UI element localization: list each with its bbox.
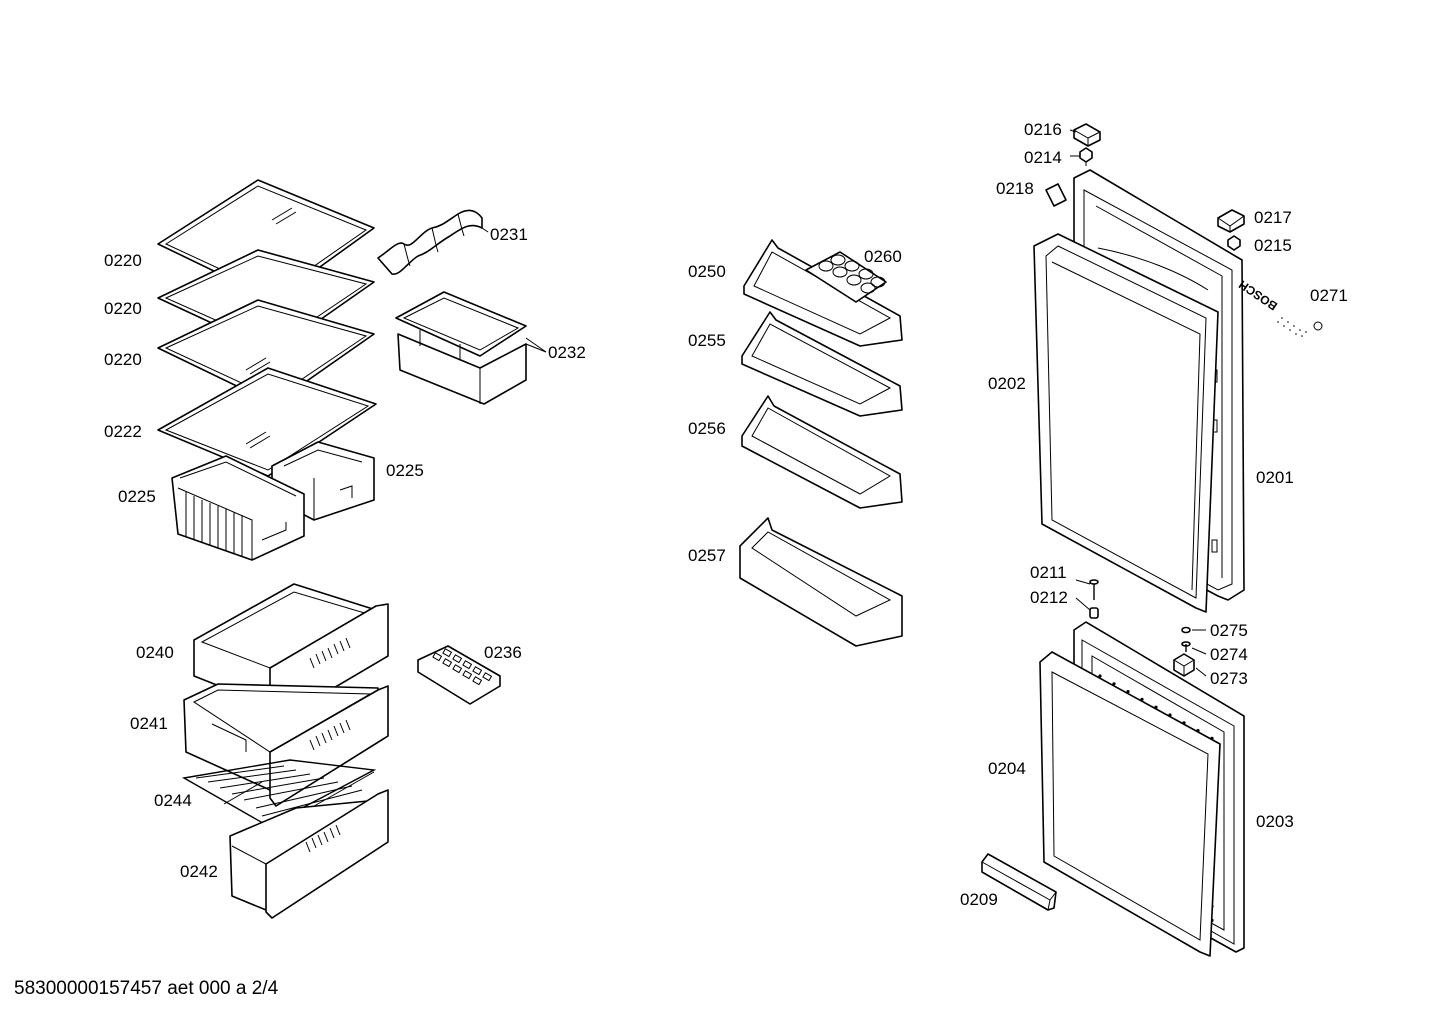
label-0204: 0204 bbox=[988, 759, 1026, 778]
hinge-pin-0214 bbox=[1079, 147, 1093, 166]
label-0201: 0201 bbox=[1256, 468, 1294, 487]
label-0217: 0217 bbox=[1254, 208, 1292, 227]
hinge-pin-0215 bbox=[1227, 235, 1241, 251]
label-0241: 0241 bbox=[130, 714, 168, 733]
hinge-cover-0216 bbox=[1073, 123, 1101, 147]
part-labels: 0216 0214 0218 0217 0215 0271 0202 0201 … bbox=[104, 120, 1348, 909]
label-0203: 0203 bbox=[1256, 812, 1294, 831]
label-0271: 0271 bbox=[1310, 286, 1348, 305]
leader-lines bbox=[481, 129, 1207, 677]
label-0214: 0214 bbox=[1024, 148, 1062, 167]
wire-basket-0244 bbox=[181, 759, 377, 831]
label-0212: 0212 bbox=[1030, 588, 1068, 607]
door-pattern-dot bbox=[1112, 682, 1116, 686]
label-0260: 0260 bbox=[864, 247, 902, 266]
door-shelf-0250 bbox=[743, 239, 903, 347]
label-0220-lower: 0220 bbox=[104, 350, 142, 369]
screw-0274 bbox=[1181, 641, 1191, 652]
label-0250: 0250 bbox=[688, 262, 726, 281]
handle-strip-0209 bbox=[981, 853, 1057, 911]
bottle-rack-0231 bbox=[377, 209, 483, 275]
label-0240: 0240 bbox=[136, 643, 174, 662]
label-0257: 0257 bbox=[688, 546, 726, 565]
label-0242: 0242 bbox=[180, 862, 218, 881]
freezer-drawer-0242 bbox=[229, 789, 389, 919]
label-0244: 0244 bbox=[154, 791, 192, 810]
cover-plate-0218 bbox=[1045, 183, 1067, 207]
spacer-0212 bbox=[1089, 607, 1099, 619]
freezer-drawer-0241 bbox=[183, 683, 389, 807]
label-0273: 0273 bbox=[1210, 669, 1248, 688]
hinge-block-0273 bbox=[1173, 653, 1195, 677]
washer-0275 bbox=[1181, 626, 1191, 634]
storage-box-0232 bbox=[395, 291, 547, 405]
label-0211: 0211 bbox=[1030, 563, 1067, 582]
label-0216: 0216 bbox=[1024, 120, 1062, 139]
label-0274: 0274 bbox=[1210, 645, 1248, 664]
label-0220-top: 0220 bbox=[104, 251, 142, 270]
label-0232: 0232 bbox=[548, 343, 586, 362]
label-0231: 0231 bbox=[490, 225, 528, 244]
label-0218: 0218 bbox=[996, 179, 1034, 198]
freezer-gasket-0204 bbox=[1039, 651, 1221, 957]
label-0220-middle: 0220 bbox=[104, 299, 142, 318]
label-0256: 0256 bbox=[688, 419, 726, 438]
document-reference: 58300000157457 aet 000 a 2/4 bbox=[14, 978, 279, 999]
egg-tray-0260 bbox=[805, 251, 887, 303]
label-0222: 0222 bbox=[104, 422, 142, 441]
label-0236: 0236 bbox=[484, 643, 522, 662]
ice-cube-tray-0236 bbox=[417, 645, 501, 705]
label-0225-front: 0225 bbox=[118, 487, 156, 506]
vegetable-bin-0225-front bbox=[171, 455, 305, 561]
hinge-cover-0217 bbox=[1217, 209, 1245, 233]
door-shelf-0255 bbox=[741, 311, 903, 417]
screw-0211 bbox=[1089, 579, 1099, 600]
door-gasket-0202 bbox=[1033, 233, 1219, 613]
label-0275: 0275 bbox=[1210, 621, 1248, 640]
door-pattern-dot bbox=[1098, 674, 1102, 678]
label-0255: 0255 bbox=[688, 331, 726, 350]
label-0225-rear: 0225 bbox=[386, 461, 424, 480]
door-shelf-0257 bbox=[739, 517, 903, 647]
label-0202: 0202 bbox=[988, 374, 1026, 393]
label-0215: 0215 bbox=[1254, 236, 1292, 255]
glass-shelf-0220-lower bbox=[157, 299, 375, 405]
label-0209: 0209 bbox=[960, 890, 998, 909]
door-shelf-0256 bbox=[741, 395, 903, 509]
